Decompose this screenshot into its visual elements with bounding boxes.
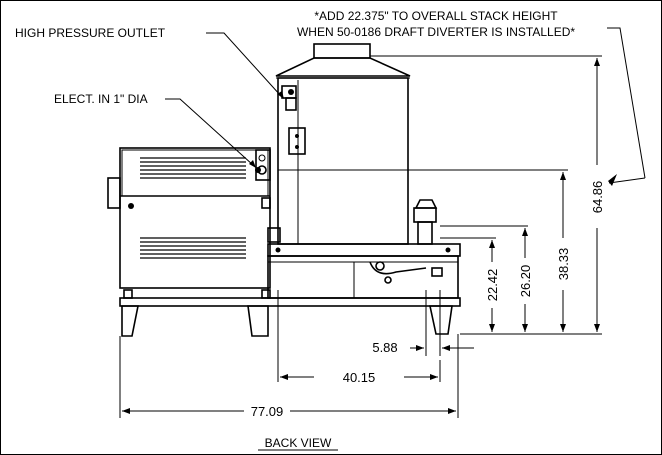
dim-overall-stack-height: 64.86 [590, 181, 605, 214]
stack-hood [275, 43, 411, 79]
note-arrowhead [608, 174, 617, 186]
electrical-leader [165, 98, 254, 166]
note-leader [607, 27, 646, 179]
stack-note-line1: *ADD 22.375" TO OVERALL STACK HEIGHT [314, 9, 558, 23]
burner-housing [107, 147, 271, 289]
note-leader-tail [608, 177, 646, 184]
bottom-vent-louvers [140, 237, 246, 259]
dim-40-15: 40.15 [343, 370, 376, 385]
electrical-arrowhead [249, 160, 256, 168]
gas-valve-assembly [369, 199, 443, 284]
high-pressure-leader [206, 32, 282, 97]
electrical-inlet-label: ELECT. IN 1" DIA [54, 92, 148, 106]
dim-77-09: 77.09 [251, 404, 284, 419]
dimension-arrowheads [122, 58, 600, 414]
high-pressure-fitting [281, 85, 297, 111]
high-pressure-outlet-label: HIGH PRESSURE OUTLET [15, 26, 166, 40]
stack-note-line2: WHEN 50-0186 DRAFT DIVERTER IS INSTALLED… [297, 25, 575, 39]
dim-5-88: 5.88 [372, 340, 397, 355]
support-legs [121, 305, 453, 337]
electrical-inlet-port [255, 167, 261, 173]
dim-38-33: 38.33 [556, 248, 571, 281]
base-frame [119, 243, 461, 307]
dimension-lines [119, 55, 602, 418]
dim-26-20: 26.20 [518, 265, 533, 298]
top-vent-louvers [140, 157, 246, 179]
dim-22-42: 22.42 [485, 269, 500, 302]
vertical-tank [277, 77, 409, 245]
view-title: BACK VIEW [265, 436, 332, 450]
